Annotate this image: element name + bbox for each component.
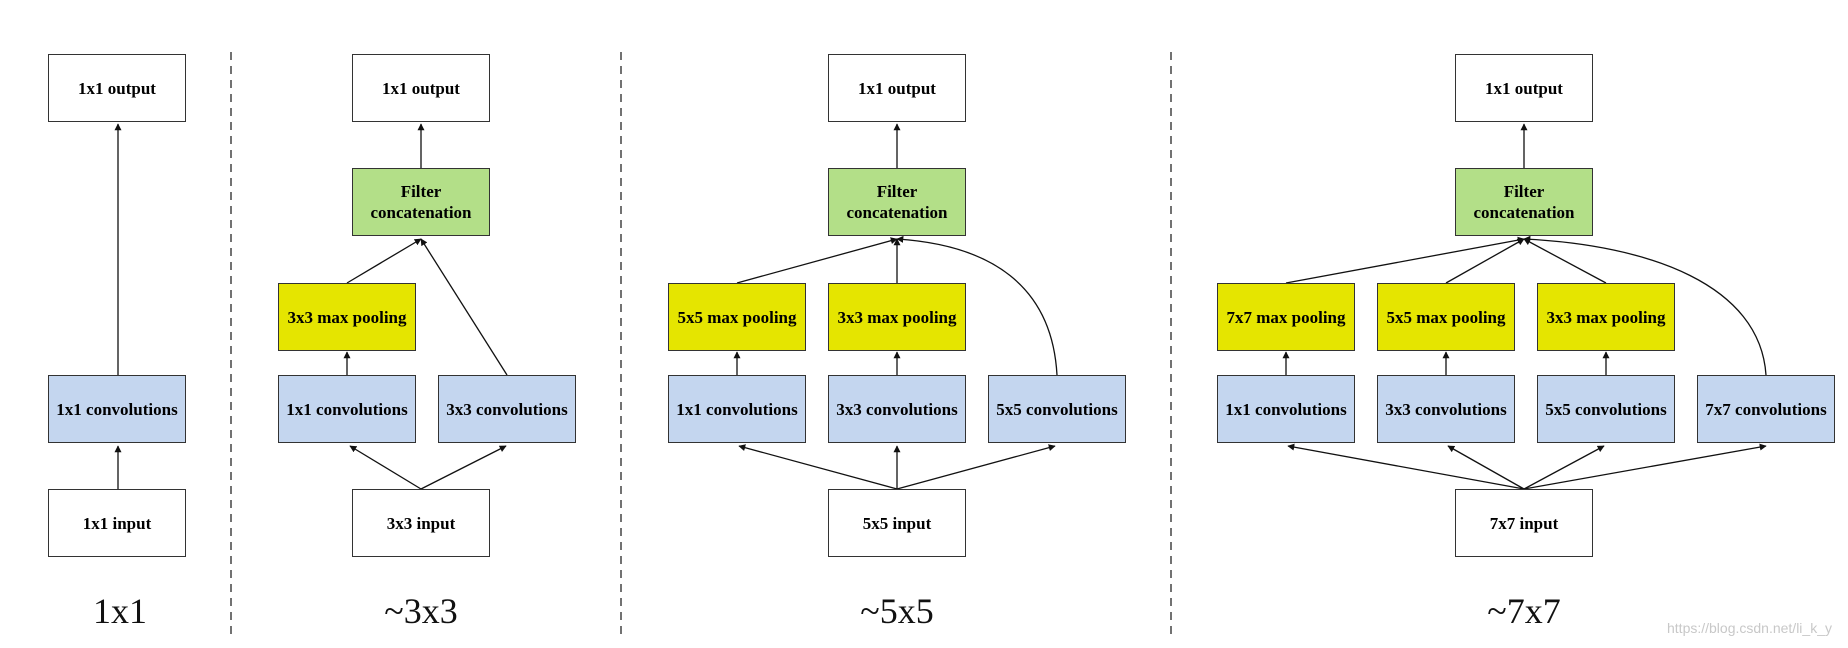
input-box: 1x1 input — [48, 489, 186, 557]
pool-3x3-box: 3x3 max pooling — [278, 283, 416, 351]
pool-5x5-box: 5x5 max pooling — [1377, 283, 1515, 351]
arrow-conv3-to-concat — [420, 238, 508, 376]
pool-3x3-box: 3x3 max pooling — [828, 283, 966, 351]
conv-1x1-box: 1x1 convolutions — [278, 375, 416, 443]
conv-1x1-box: 1x1 convolutions — [668, 375, 806, 443]
pool-5x5-box: 5x5 max pooling — [668, 283, 806, 351]
arrow-pool7-to-concat — [1285, 236, 1525, 284]
arrow-input-to-conv1 — [738, 444, 898, 490]
output-box: 1x1 output — [352, 54, 490, 122]
panel-caption: ~5x5 — [860, 591, 934, 631]
input-box: 7x7 input — [1455, 489, 1593, 557]
conv-7x7-box: 7x7 convolutions — [1697, 375, 1835, 443]
arrow-pool5-to-concat — [736, 237, 898, 284]
input-box: 5x5 input — [828, 489, 966, 557]
pool-3x3-box: 3x3 max pooling — [1537, 283, 1675, 351]
arrow-input-to-conv1 — [349, 445, 422, 490]
arrow-pool-to-concat — [346, 238, 422, 284]
watermark-text: https://blog.csdn.net/li_k_y — [1667, 620, 1832, 636]
input-box: 3x3 input — [352, 489, 490, 557]
arrow-input-to-conv1 — [1287, 443, 1525, 490]
filter-concat-box: Filter concatenation — [1455, 168, 1593, 236]
arrow-input-to-conv3 — [1447, 445, 1525, 490]
conv-5x5-box: 5x5 convolutions — [1537, 375, 1675, 443]
panel-caption: ~7x7 — [1487, 591, 1561, 631]
conv-3x3-box: 3x3 convolutions — [438, 375, 576, 443]
pool-7x7-box: 7x7 max pooling — [1217, 283, 1355, 351]
arrow-input-to-conv5 — [896, 444, 1056, 490]
arrow-input-to-conv3 — [420, 445, 507, 490]
output-box: 1x1 output — [48, 54, 186, 122]
filter-concat-box: Filter concatenation — [828, 168, 966, 236]
arrow-input-to-conv5 — [1523, 445, 1605, 490]
output-box: 1x1 output — [1455, 54, 1593, 122]
conv-1x1-box: 1x1 convolutions — [48, 375, 186, 443]
arrow-conv5-to-concat — [896, 235, 1058, 376]
panel-caption: ~3x3 — [384, 591, 458, 631]
arrow-pool5-to-concat — [1445, 238, 1525, 284]
conv-1x1-box: 1x1 convolutions — [1217, 375, 1355, 443]
panel-caption: 1x1 — [93, 591, 147, 631]
arrow-pool3-to-concat — [1523, 238, 1607, 284]
conv-5x5-box: 5x5 convolutions — [988, 375, 1126, 443]
arrow-input-to-conv7 — [1523, 443, 1767, 490]
conv-3x3-box: 3x3 convolutions — [1377, 375, 1515, 443]
output-box: 1x1 output — [828, 54, 966, 122]
filter-concat-box: Filter concatenation — [352, 168, 490, 236]
conv-3x3-box: 3x3 convolutions — [828, 375, 966, 443]
arrow-conv7-to-concat — [1523, 235, 1767, 376]
